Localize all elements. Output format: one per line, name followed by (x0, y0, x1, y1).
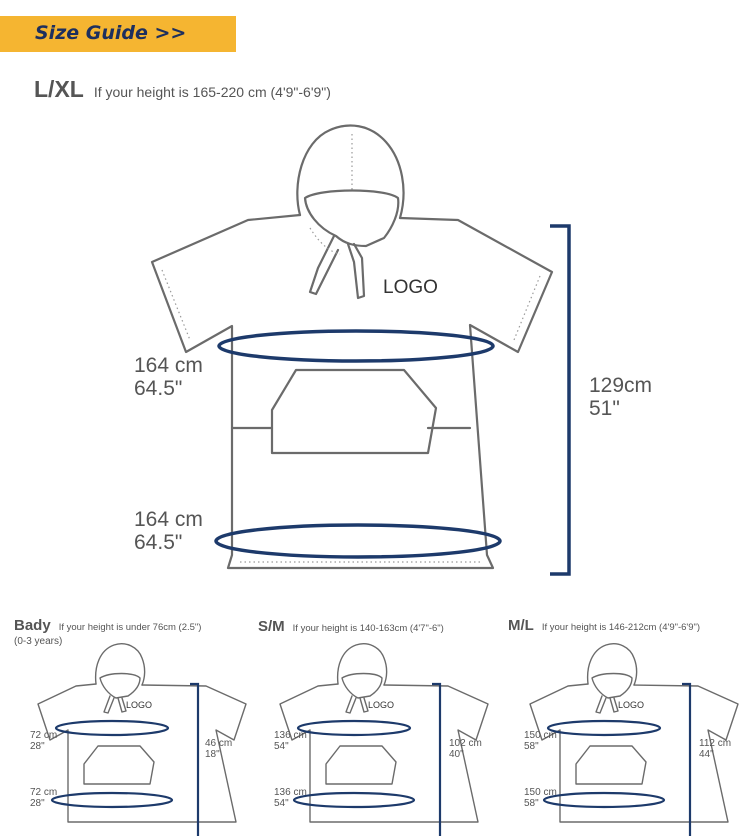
bady-chest-measurement: 72 cm 28" (30, 730, 57, 752)
bady-logo-text: LOGO (126, 700, 152, 710)
sm-size-label: S/M (258, 618, 285, 635)
sm-length-in: 40" (449, 749, 464, 760)
main-size-heading: L/XL If your height is 165-220 cm (4'9"-… (34, 76, 331, 103)
main-hood-opening (303, 189, 400, 248)
sm-length-bracket (432, 682, 442, 836)
bady-length-measurement: 46 cm 18" (205, 738, 232, 760)
ml-hem-in: 58" (524, 798, 539, 809)
ml-hem-measurement: 150 cm 58" (524, 787, 557, 809)
sm-hem-cm: 136 cm (274, 787, 307, 798)
ml-length-in: 44" (699, 749, 714, 760)
main-hem-measurement: 164 cm 64.5" (134, 508, 203, 554)
main-stitching (161, 134, 541, 563)
ml-length-measurement: 112 cm 44" (699, 738, 731, 760)
bady-age-note: (0-3 years) (14, 636, 63, 647)
bady-hem-cm: 72 cm (30, 787, 58, 798)
bady-length-bracket (190, 682, 200, 836)
main-hem-in: 64.5" (134, 531, 183, 555)
sm-logo-text: LOGO (368, 700, 394, 710)
sm-chest-measurement: 136 cm 54" (274, 730, 307, 752)
sm-chest-ring (296, 719, 412, 737)
main-length-cm: 129cm (589, 374, 653, 397)
bady-hem-in: 28" (30, 798, 45, 809)
bady-size-label: Bady (14, 617, 51, 634)
main-logo-text: LOGO (383, 277, 438, 298)
ml-chest-in: 58" (524, 741, 539, 752)
sm-chest-in: 54" (274, 741, 289, 752)
main-size-label: L/XL (34, 76, 84, 102)
bady-size-heading: Bady If your height is under 76cm (2.5") (14, 617, 201, 634)
main-chest-ring (217, 329, 495, 363)
sm-poncho: LOGO (279, 643, 489, 836)
ml-poncho: LOGO (529, 643, 739, 836)
sm-size-note: If your height is 140-163cm (4'7"-6") (292, 623, 444, 634)
main-length-in: 51" (589, 397, 620, 421)
main-body (150, 213, 554, 570)
bady-length-cm: 46 cm (205, 738, 233, 749)
main-pocket (270, 368, 438, 455)
ml-length-cm: 112 cm (699, 738, 732, 749)
ml-chest-cm: 150 cm (524, 730, 557, 741)
ml-length-bracket (682, 682, 692, 836)
main-hood (296, 124, 405, 220)
main-hem-cm: 164 cm (134, 508, 203, 531)
bady-poncho: LOGO (37, 643, 247, 836)
main-drawstring-right (346, 242, 366, 300)
main-drawstring-left (308, 234, 340, 296)
ml-size-note: If your height is 146-212cm (4'9"-6'9") (541, 622, 701, 633)
main-poncho-outline (150, 124, 554, 570)
bady-hem-measurement: 72 cm 28" (30, 787, 57, 809)
sm-hem-in: 54" (274, 798, 289, 809)
ml-size-label: M/L (508, 617, 534, 634)
sm-chest-cm: 136 cm (274, 730, 307, 741)
size-guide-banner: Size Guide >> (0, 16, 236, 52)
ml-logo-text: LOGO (618, 700, 644, 710)
sm-hem-measurement: 136 cm 54" (274, 787, 307, 809)
bady-size-note: If your height is under 76cm (2.5") (58, 622, 202, 633)
size-guide-title: Size Guide >> (35, 22, 187, 44)
sm-length-cm: 102 cm (449, 738, 482, 749)
sm-size-heading: S/M If your height is 140-163cm (4'7"-6"… (258, 618, 444, 635)
main-length-measurement: 129cm 51" (589, 374, 652, 420)
ml-chest-measurement: 150 cm 58" (524, 730, 557, 752)
ml-hem-cm: 150 cm (524, 787, 557, 798)
sm-hem-ring (292, 791, 416, 809)
ml-chest-ring (546, 719, 662, 737)
bady-hem-ring (50, 791, 174, 809)
bady-chest-in: 28" (30, 741, 45, 752)
bady-chest-cm: 72 cm (30, 730, 58, 741)
main-chest-cm: 164 cm (134, 354, 203, 377)
bady-length-in: 18" (205, 749, 220, 760)
sm-length-measurement: 102 cm 40" (449, 738, 482, 760)
main-length-bracket (550, 224, 571, 576)
bady-chest-ring (54, 719, 170, 737)
main-size-note: If your height is 165-220 cm (4'9"-6'9") (93, 84, 331, 100)
ml-hem-ring (542, 791, 666, 809)
main-chest-measurement: 164 cm 64.5" (134, 354, 203, 400)
main-chest-in: 64.5" (134, 377, 183, 401)
main-hem-ring (214, 523, 502, 559)
ml-size-heading: M/L If your height is 146-212cm (4'9"-6'… (508, 617, 700, 634)
